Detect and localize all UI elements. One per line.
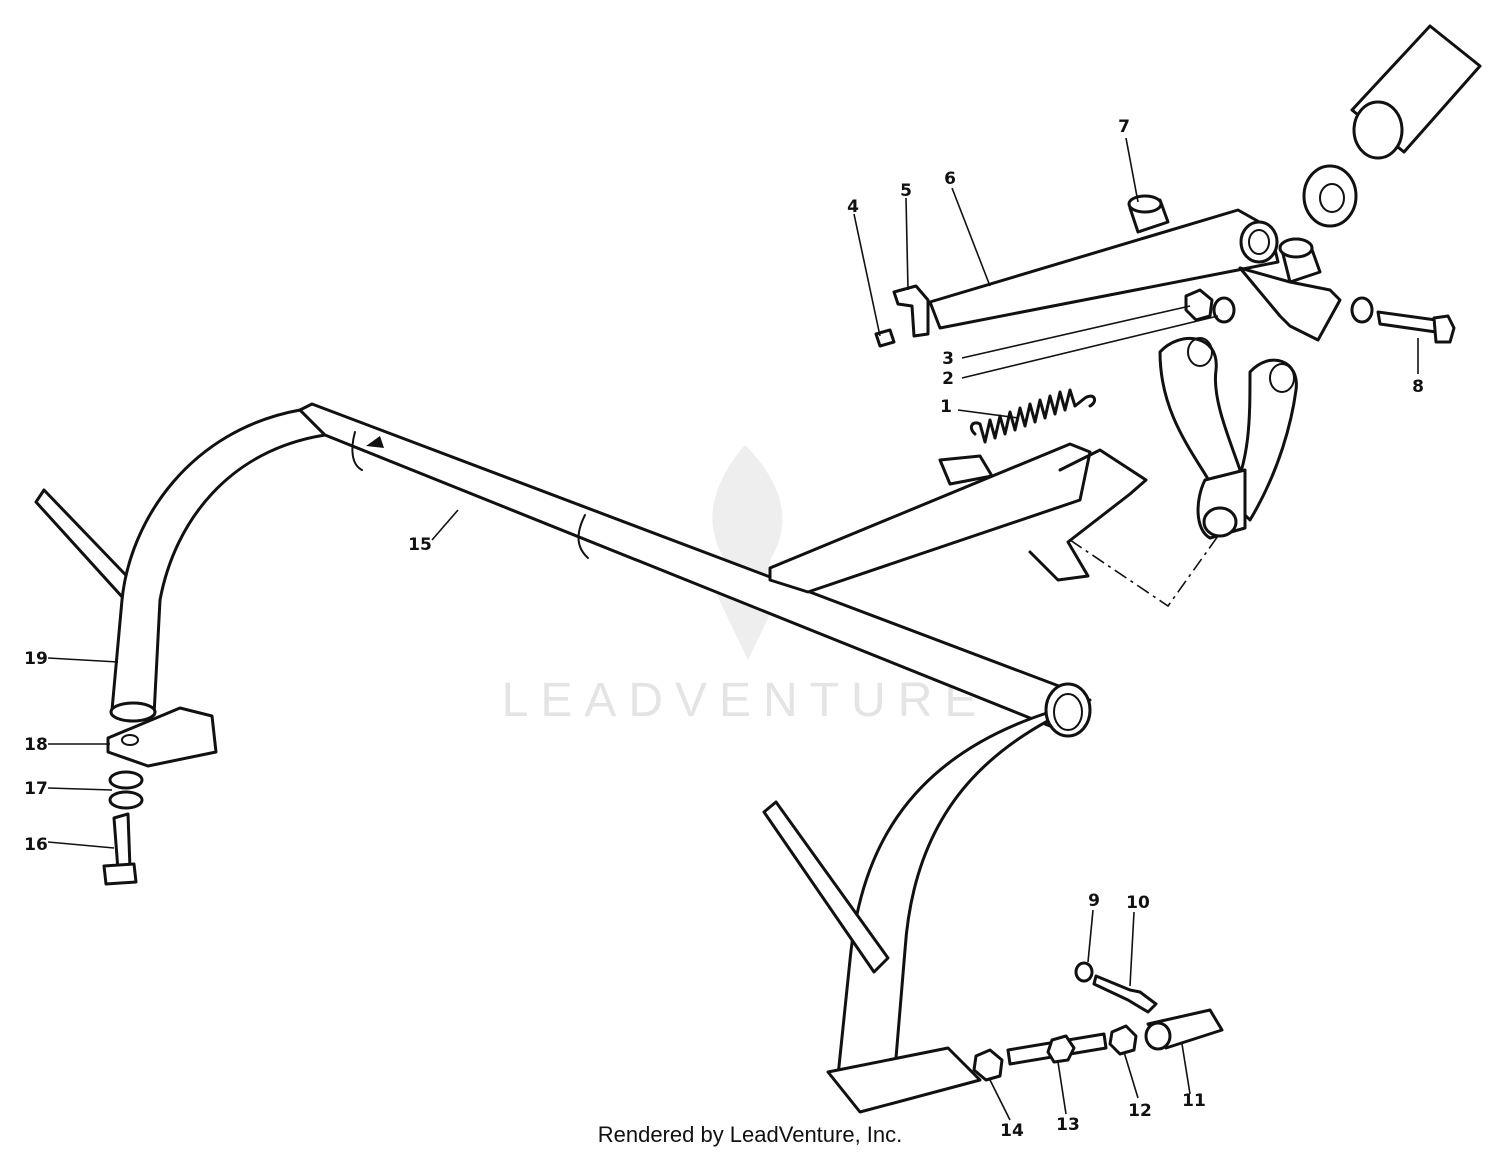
washer-2: [1212, 296, 1236, 324]
watermark-flame-icon: [712, 445, 783, 650]
bolt-8-shank: [1376, 310, 1438, 334]
callout-5: 5: [900, 181, 912, 201]
right-grip: [762, 800, 890, 974]
callout-18: 18: [24, 735, 48, 755]
spring: [969, 388, 1097, 444]
callout-3: 3: [942, 349, 954, 369]
tube-sleeve-right: [577, 514, 589, 559]
watermark-brand: LEADVENTURE: [502, 674, 989, 727]
lever-bracket: [1238, 266, 1342, 342]
callout-1: 1: [940, 397, 952, 417]
right-hardware: [972, 961, 1224, 1082]
decal-arrow: [366, 436, 384, 448]
callout-19: 19: [24, 649, 48, 669]
callout-4: 4: [847, 197, 859, 217]
nut-13-hex: [1046, 1034, 1076, 1064]
bolt-16-shank: [112, 812, 132, 872]
clip-5: [892, 284, 930, 338]
callout-12: 12: [1128, 1101, 1152, 1121]
bolt-16-head: [102, 862, 138, 886]
callouts: 1 2 3 4 5 6 7 8 9 10 11 12 13 14 15 16 1…: [24, 117, 1424, 1141]
foot-bolt-hole: [121, 734, 139, 746]
left-leg-end: [109, 701, 157, 723]
lever-assembly: [874, 24, 1482, 348]
callout-14: 14: [1000, 1121, 1024, 1141]
pivot-arm: [768, 337, 1298, 608]
bolt-8-head: [1432, 314, 1456, 344]
washer-17b: [108, 790, 144, 810]
callout-2: 2: [942, 369, 954, 389]
nut-12: [1108, 1024, 1138, 1056]
right-leg-tube: [836, 698, 1092, 1078]
callout-7: 7: [1118, 117, 1130, 137]
callout-17: 17: [24, 779, 48, 799]
left-hardware: [102, 770, 144, 886]
callout-13: 13: [1056, 1115, 1080, 1135]
callout-8: 8: [1412, 377, 1424, 397]
leader-lines: [47, 137, 1419, 1121]
linkage-arm-left: [1158, 337, 1242, 502]
callout-16: 16: [24, 835, 48, 855]
assembly-line: [1069, 535, 1219, 608]
stud-10: [1092, 974, 1158, 1014]
callout-9: 9: [1088, 891, 1100, 911]
right-tube-end: [1044, 682, 1092, 738]
nut-3: [1184, 288, 1214, 322]
frame-assembly: [34, 402, 1092, 1114]
callout-15: 15: [408, 535, 432, 555]
callout-10: 10: [1126, 893, 1150, 913]
washer-8: [1350, 296, 1374, 324]
washer-9: [1074, 961, 1094, 983]
screw-4: [874, 328, 896, 348]
left-foot-bracket: [106, 706, 218, 768]
left-leg-tube: [110, 408, 327, 717]
center-arm: [768, 442, 1092, 594]
washer-17a: [108, 770, 144, 790]
wire-bracket: [1028, 448, 1148, 582]
tube-sleeve-left: [351, 431, 363, 471]
cylinder-ring: [1302, 164, 1358, 228]
callout-11: 11: [1182, 1091, 1206, 1111]
footer-credit: Rendered by LeadVenture, Inc.: [597, 1122, 903, 1147]
upper-bracket: [938, 454, 994, 486]
nut-14: [972, 1048, 1004, 1082]
callout-6: 6: [944, 169, 956, 189]
right-foot: [826, 1046, 982, 1114]
